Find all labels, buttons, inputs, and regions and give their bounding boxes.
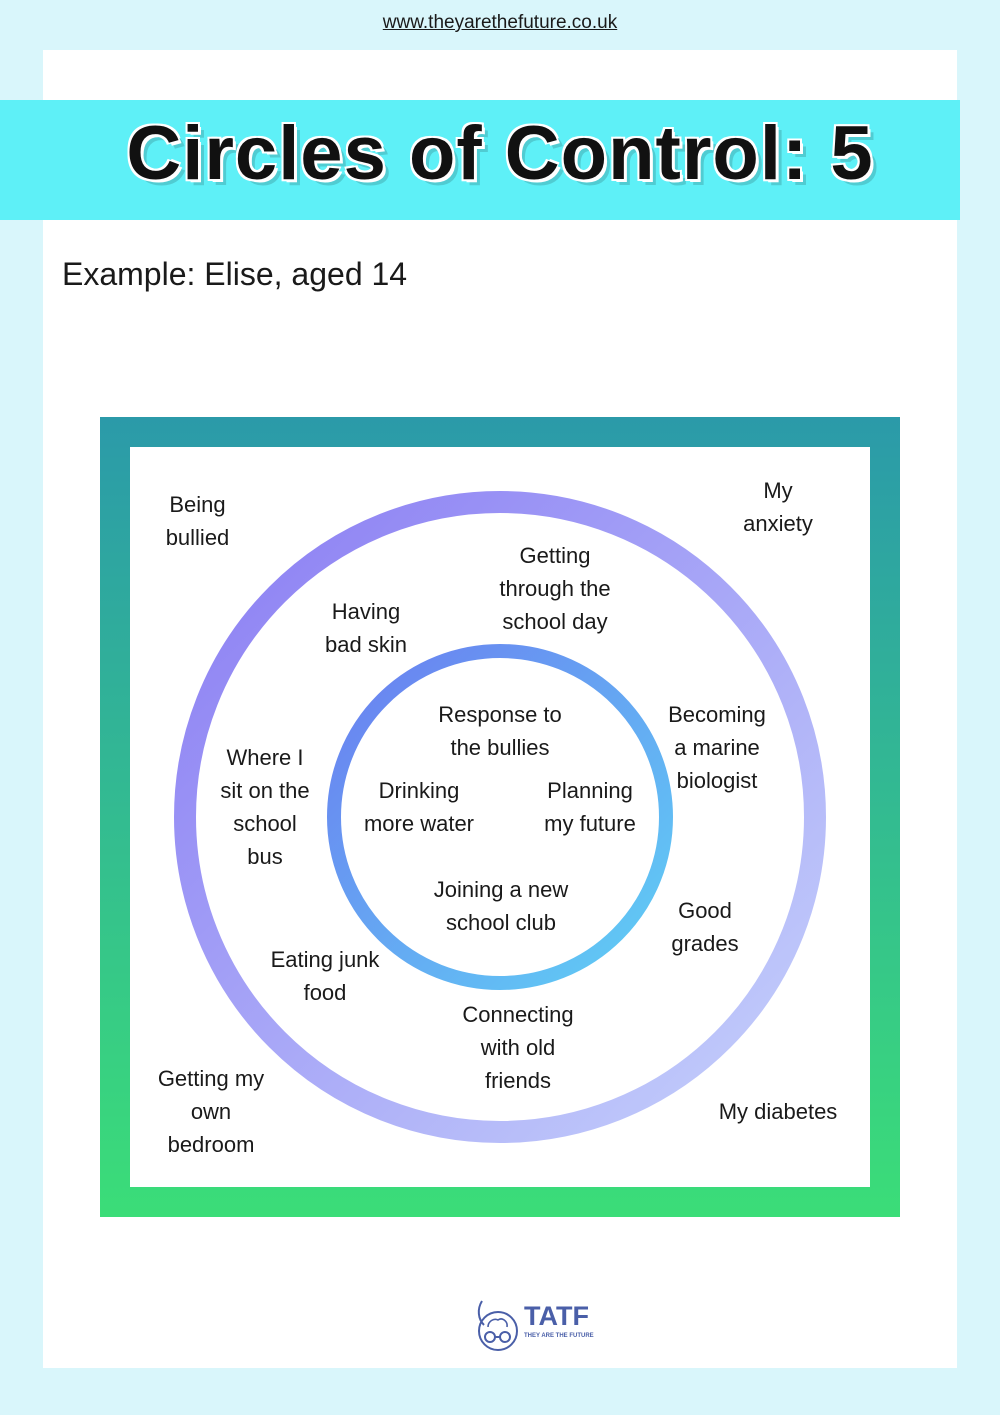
diagram-area bbox=[130, 447, 870, 1187]
control-item: Joining a new school club bbox=[433, 877, 569, 935]
circle-of-control bbox=[327, 644, 673, 990]
logo-tagline: THEY ARE THE FUTURE bbox=[524, 1333, 594, 1339]
influence-item: Good grades bbox=[671, 898, 739, 956]
influence-item: Eating junk food bbox=[270, 947, 380, 1005]
control-item: Planning my future bbox=[544, 778, 636, 836]
influence-item: Connecting with old friends bbox=[462, 1002, 574, 1093]
title-banner bbox=[0, 100, 960, 220]
influence-item: Where I sit on the school bus bbox=[220, 745, 310, 869]
outside-item: My anxiety bbox=[743, 478, 813, 536]
logo-name: TATF bbox=[524, 1301, 589, 1331]
influence-item: Becoming a marine biologist bbox=[668, 702, 766, 793]
circle-of-influence bbox=[174, 491, 826, 1143]
influence-item: Having bad skin bbox=[325, 599, 407, 657]
outside-item: Being bullied bbox=[165, 492, 230, 550]
influence-item: Getting through the school day bbox=[499, 543, 611, 634]
page-title: Circles of Control: 5 bbox=[126, 111, 874, 196]
brain-glasses-icon bbox=[477, 1300, 518, 1351]
outside-item: My diabetes bbox=[718, 1099, 838, 1124]
control-item: Drinking more water bbox=[363, 778, 475, 836]
website-url[interactable]: www.theyarethefuture.co.uk bbox=[382, 12, 618, 33]
tatf-logo: TATF THEY ARE THE FUTURE bbox=[474, 1295, 594, 1359]
outside-item: Getting my own bedroom bbox=[157, 1066, 265, 1157]
control-item: Response to the bullies bbox=[438, 702, 562, 760]
page-subtitle: Example: Elise, aged 14 bbox=[62, 256, 408, 292]
